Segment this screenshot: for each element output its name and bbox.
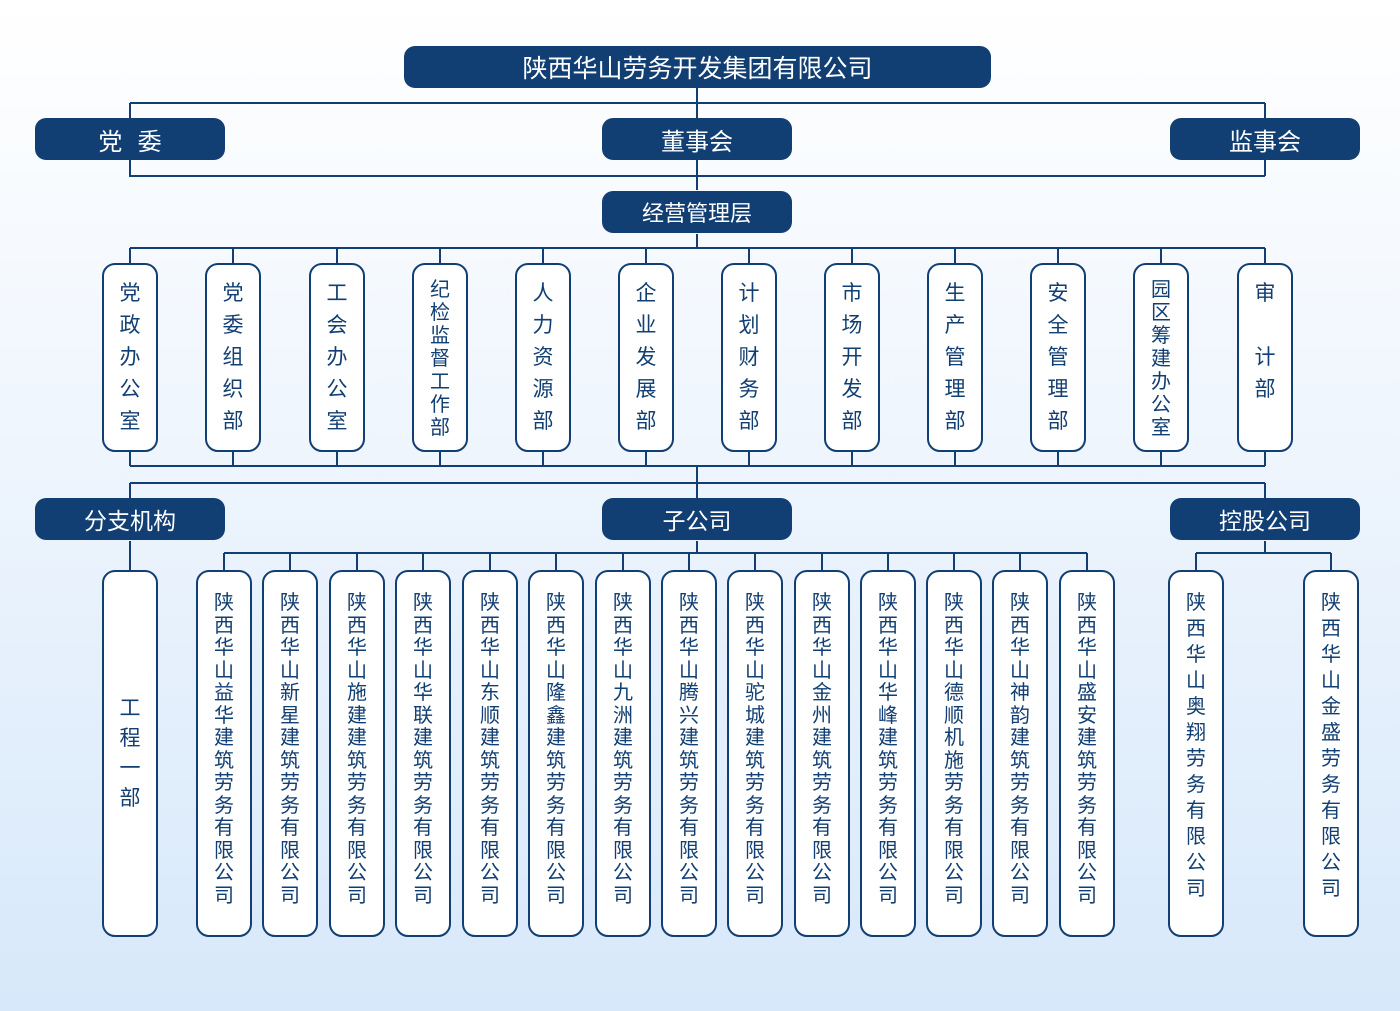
supervisors-box: 监事会 xyxy=(1170,118,1360,160)
department-3: 工会办公室 xyxy=(309,263,365,452)
department-5: 人力资源部 xyxy=(515,263,571,452)
subsidiary-10: 陕西华山金州建筑劳务有限公司 xyxy=(794,570,850,937)
management-box: 经营管理层 xyxy=(602,191,792,233)
subsidiary-13: 陕西华山神韵建筑劳务有限公司 xyxy=(992,570,1048,937)
department-7: 计划财务部 xyxy=(721,263,777,452)
holdings-header: 控股公司 xyxy=(1170,498,1360,540)
party-committee-box: 党 委 xyxy=(35,118,225,160)
subsidiary-12: 陕西华山德顺机施劳务有限公司 xyxy=(926,570,982,937)
department-8: 市场开发部 xyxy=(824,263,880,452)
subsidiary-11: 陕西华山华峰建筑劳务有限公司 xyxy=(860,570,916,937)
department-2: 党委组织部 xyxy=(205,263,261,452)
subsidiaries-header: 子公司 xyxy=(602,498,792,540)
subsidiary-14: 陕西华山盛安建筑劳务有限公司 xyxy=(1059,570,1115,937)
branch-unit-1: 工程一部 xyxy=(102,570,158,937)
department-9: 生产管理部 xyxy=(927,263,983,452)
subsidiary-7: 陕西华山九洲建筑劳务有限公司 xyxy=(595,570,651,937)
board-box: 董事会 xyxy=(602,118,792,160)
department-12: 审计部 xyxy=(1237,263,1293,452)
subsidiary-4: 陕西华山华联建筑劳务有限公司 xyxy=(395,570,451,937)
holding-company-1: 陕西华山奥翔劳务有限公司 xyxy=(1168,570,1224,937)
subsidiary-5: 陕西华山东顺建筑劳务有限公司 xyxy=(462,570,518,937)
department-10: 安全管理部 xyxy=(1030,263,1086,452)
department-1: 党政办公室 xyxy=(102,263,158,452)
department-11: 园区筹建办公室 xyxy=(1133,263,1189,452)
subsidiary-1: 陕西华山益华建筑劳务有限公司 xyxy=(196,570,252,937)
subsidiary-9: 陕西华山驼城建筑劳务有限公司 xyxy=(727,570,783,937)
subsidiary-2: 陕西华山新星建筑劳务有限公司 xyxy=(262,570,318,937)
department-4: 纪检监督工作部 xyxy=(412,263,468,452)
subsidiary-6: 陕西华山隆鑫建筑劳务有限公司 xyxy=(528,570,584,937)
holding-company-2: 陕西华山金盛劳务有限公司 xyxy=(1303,570,1359,937)
subsidiary-3: 陕西华山施建建筑劳务有限公司 xyxy=(329,570,385,937)
group-title: 陕西华山劳务开发集团有限公司 xyxy=(404,46,991,88)
subsidiary-8: 陕西华山腾兴建筑劳务有限公司 xyxy=(661,570,717,937)
department-6: 企业发展部 xyxy=(618,263,674,452)
branches-header: 分支机构 xyxy=(35,498,225,540)
